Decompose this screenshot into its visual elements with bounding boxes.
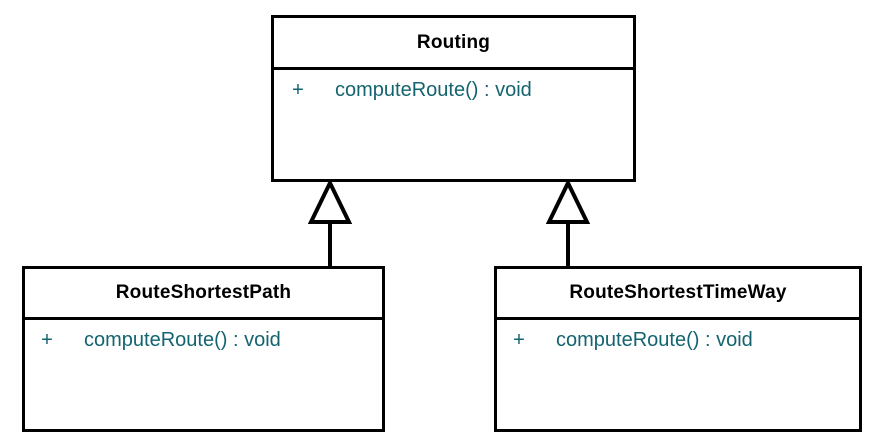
- uml-class-box-route-shortest-path[interactable]: RouteShortestPath + computeRoute() : voi…: [22, 266, 385, 432]
- class-member-row[interactable]: + computeRoute() : void: [25, 329, 382, 352]
- member-signature-label: computeRoute() : void: [556, 329, 753, 351]
- class-name-label: Routing: [416, 31, 491, 53]
- generalization-connector-route-shortest-time-way[interactable]: [538, 178, 598, 270]
- generalization-connector-route-shortest-path[interactable]: [300, 178, 360, 270]
- class-name-compartment: RouteShortestTimeWay: [497, 269, 859, 320]
- member-visibility-marker: +: [292, 79, 304, 101]
- uml-class-box-route-shortest-time-way[interactable]: RouteShortestTimeWay + computeRoute() : …: [494, 266, 862, 432]
- class-name-label: RouteShortestPath: [115, 282, 292, 303]
- class-name-label: RouteShortestTimeWay: [569, 282, 787, 303]
- member-signature-label: computeRoute() : void: [335, 79, 532, 101]
- class-members-compartment: + computeRoute() : void: [497, 320, 859, 352]
- hollow-triangle-arrowhead-icon: [545, 178, 591, 224]
- member-signature-label: computeRoute() : void: [84, 329, 281, 351]
- class-name-compartment: Routing: [274, 18, 633, 70]
- hollow-triangle-arrowhead-icon: [307, 178, 353, 224]
- class-name-compartment: RouteShortestPath: [25, 269, 382, 320]
- class-members-compartment: + computeRoute() : void: [25, 320, 382, 352]
- class-member-row[interactable]: + computeRoute() : void: [274, 79, 633, 102]
- class-members-compartment: + computeRoute() : void: [274, 70, 633, 102]
- class-member-row[interactable]: + computeRoute() : void: [497, 329, 859, 352]
- member-visibility-marker: +: [513, 329, 525, 351]
- uml-class-box-routing[interactable]: Routing + computeRoute() : void: [271, 15, 636, 182]
- member-visibility-marker: +: [41, 329, 53, 351]
